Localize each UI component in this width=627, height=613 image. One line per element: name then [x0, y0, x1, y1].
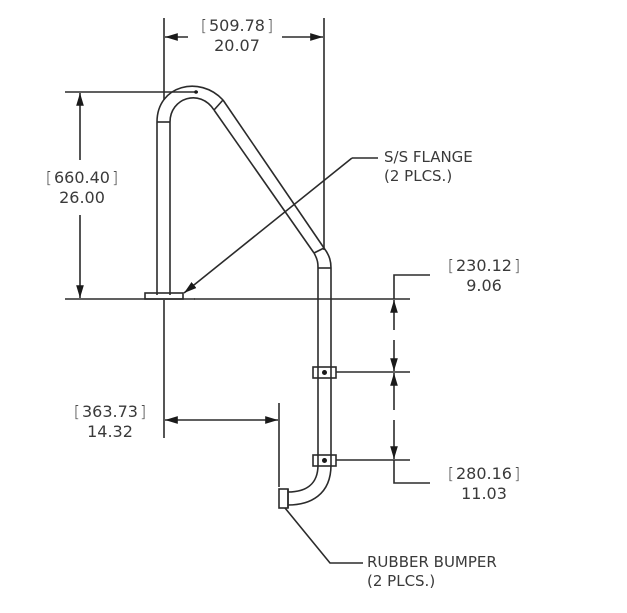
- overall-width-imperial: 20.07: [214, 36, 260, 55]
- bumper-leader: [284, 507, 363, 564]
- rail-bottom-bend-inner: [287, 464, 319, 493]
- rail-mid-bend-outer: [323, 247, 332, 269]
- bumper-callout-line2: (2 PLCS.): [367, 572, 436, 590]
- overall-width-label: 509.78 20.07: [193, 16, 281, 56]
- lower-clamp-bolt: [322, 458, 327, 463]
- height-label: 660.40 26.00: [38, 168, 126, 208]
- rail-top-bend-outer: [156, 85, 224, 123]
- setback-imperial: 14.32: [87, 422, 133, 441]
- bumper-callout-line1: RUBBER BUMPER: [367, 553, 497, 571]
- rail-top-bend-inner: [169, 97, 215, 123]
- dim-280-leader: [393, 460, 430, 484]
- flange-callout-line1: S/S FLANGE: [384, 148, 473, 166]
- bumper-spacing-imperial: 11.03: [461, 484, 507, 503]
- height-imperial: 26.00: [59, 188, 105, 207]
- rail-bottom-bend-outer: [287, 464, 332, 506]
- flange-base: [144, 292, 184, 300]
- upper-bumper-depth-metric: 230.12: [440, 256, 528, 276]
- top-bend-marker: [194, 90, 198, 94]
- bumper-spacing-metric: 280.16: [440, 464, 528, 484]
- upper-clamp-bolt: [322, 370, 327, 375]
- setback-label: 363.73 14.32: [66, 402, 154, 442]
- bumper-spacing-label: 280.16 11.03: [440, 464, 528, 504]
- bumper-callout: RUBBER BUMPER (2 PLCS.): [367, 553, 497, 591]
- rail-diagonal-lower: [213, 109, 315, 254]
- flange-leader-diag: [183, 157, 353, 294]
- dim-230-leader: [393, 274, 430, 299]
- height-metric: 660.40: [38, 168, 126, 188]
- flange-callout-line2: (2 PLCS.): [384, 167, 453, 185]
- rail-mid-bend-inner: [313, 252, 319, 269]
- upper-bumper-depth-label: 230.12 9.06: [440, 256, 528, 296]
- rubber-bumper-end: [278, 488, 289, 509]
- setback-metric: 363.73: [66, 402, 154, 422]
- overall-width-metric: 509.78: [193, 16, 281, 36]
- rail-diagonal-upper: [222, 99, 325, 249]
- upper-bumper-depth-imperial: 9.06: [466, 276, 502, 295]
- flange-callout: S/S FLANGE (2 PLCS.): [384, 148, 473, 186]
